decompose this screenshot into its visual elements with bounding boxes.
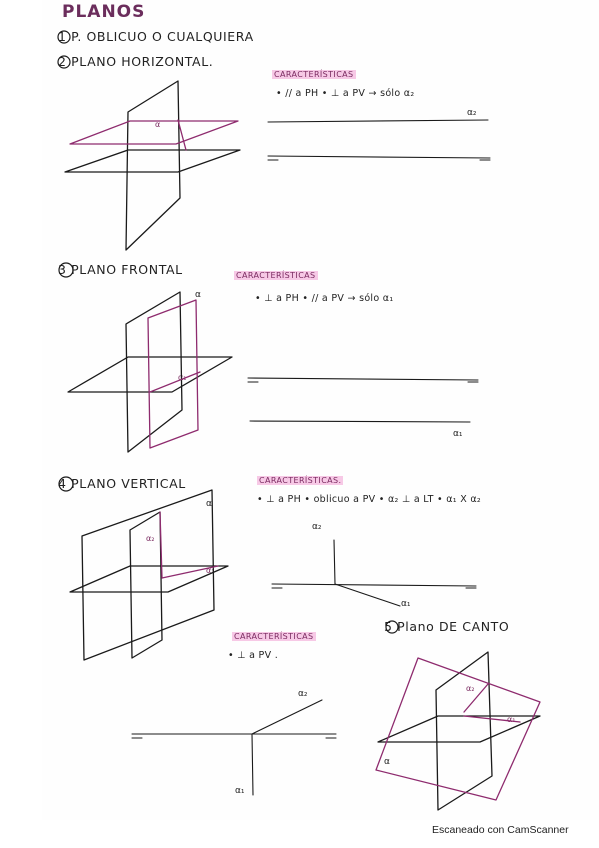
number-circle-3: [58, 262, 74, 278]
horizontal-plane-figure: [64, 80, 241, 251]
item-canto: 5 Plano DE CANTO: [384, 619, 510, 634]
item-horizontal: 2 PLANO HORIZONTAL.: [58, 54, 214, 69]
frontal-alpha1-trace: [249, 420, 471, 423]
vertical-alpha2-label: α₂: [312, 522, 322, 532]
horizontal-reference-plane: [64, 149, 241, 173]
vertical-trace-alpha2: [159, 511, 163, 579]
vertical-alpha1-trace: [334, 583, 401, 607]
frontal-alpha-plane: [147, 299, 199, 449]
vertical-frontal-sheet: [129, 511, 163, 659]
canto-characteristics-text: • ⊥ a PV .: [228, 650, 279, 661]
canto-trace-alpha1: [463, 715, 521, 723]
canto-diagram: [131, 699, 337, 796]
vertical-alpha-plane: [81, 489, 215, 661]
canto-trace-alpha2: [463, 683, 489, 713]
scanner-watermark: Escaneado con CamScanner: [432, 824, 569, 836]
frontal-horizontal-plane: [67, 356, 233, 393]
number-circle-2: [57, 55, 71, 69]
frontal-characteristics-text: • ⊥ a PH • // a PV → sólo α₁: [255, 293, 394, 304]
horizontal-diagram: [267, 119, 491, 161]
horizontal-alpha2-label: α₂: [467, 108, 477, 118]
frontal-ground-line: [247, 377, 479, 381]
canto-vertical-sheet: [435, 651, 493, 811]
frontal-plane-figure: [67, 291, 233, 453]
vertical-plane-sheet: [125, 80, 181, 251]
horizontal-alpha-plane: [69, 120, 239, 145]
vertical-plane-figure: [69, 489, 229, 661]
canto-figure-alpha2-label: α₂: [466, 684, 475, 693]
horizontal-ground-line: [267, 155, 491, 159]
horizontal-plane-trace: [177, 119, 187, 151]
frontal-figure-alpha-label: α: [195, 290, 201, 300]
canto-figure-alpha1-label: α₁: [507, 715, 516, 724]
vertical-characteristics-text: • ⊥ a PH • oblicuo a PV • α₂ ⊥ a LT • α₁…: [257, 494, 482, 505]
canto-alpha1-label: α₁: [235, 786, 245, 796]
vertical-alpha2-trace: [333, 539, 336, 585]
canto-alpha-plane: [375, 657, 541, 801]
frontal-characteristics-header: CARACTERÍSTICAS: [234, 271, 318, 280]
item-frontal: 3 PLANO FRONTAL: [58, 262, 183, 277]
number-circle-4: [58, 476, 74, 492]
horizontal-characteristics-header: CARACTERÍSTICAS: [272, 70, 356, 79]
vertical-trace-alpha1: [161, 565, 219, 579]
page-title: PLANOS: [62, 2, 146, 22]
frontal-diagram: [247, 377, 479, 423]
canto-characteristics-header: CARACTERÍSTICAS: [232, 632, 316, 641]
canto-alpha2-trace: [251, 699, 323, 735]
vertical-ground-line: [271, 583, 477, 587]
horizontal-figure-alpha-label: α: [155, 120, 161, 129]
frontal-figure-alpha1-label: α₁: [178, 373, 187, 382]
frontal-plane-trace: [149, 371, 201, 393]
item-oblique: 1 P. OBLICUO O CUALQUIERA: [58, 29, 254, 44]
number-circle-5: [385, 620, 399, 634]
frontal-alpha1-label: α₁: [453, 429, 463, 439]
vertical-characteristics-header: CARACTERÍSTICAS.: [257, 476, 344, 485]
horizontal-alpha2-trace: [267, 119, 489, 123]
horizontal-characteristics-text: • // a PH • ⊥ a PV → sólo α₂: [276, 88, 415, 99]
canto-figure-alpha-label: α: [384, 757, 390, 767]
frontal-vertical-sheet: [125, 291, 183, 453]
vertical-figure-alpha2-label: α₂: [146, 534, 155, 543]
canto-alpha2-label: α₂: [298, 689, 308, 699]
item-vertical: 4 PLANO VERTICAL: [58, 476, 186, 491]
vertical-figure-alpha1-label: α₁: [206, 566, 215, 575]
vertical-figure-alpha-label: α: [206, 499, 212, 509]
vertical-diagram: [271, 539, 477, 607]
vertical-alpha1-label: α₁: [401, 599, 411, 609]
canto-horizontal-plane: [377, 715, 541, 743]
canto-alpha1-trace: [251, 733, 254, 796]
canto-plane-figure: [375, 651, 541, 811]
notebook-paper: [42, 0, 599, 820]
vertical-horizontal-plane: [69, 565, 229, 593]
number-circle-1: [57, 30, 71, 44]
